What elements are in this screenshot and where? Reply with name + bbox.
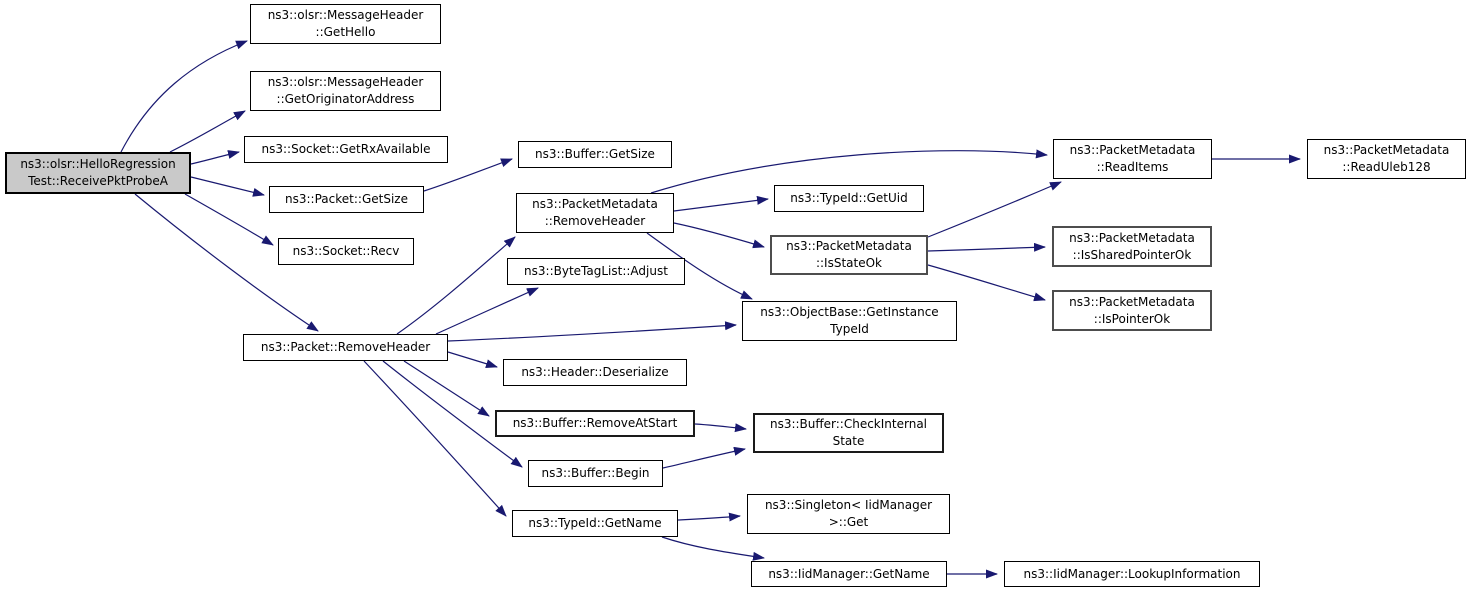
edge-pm-is-state-ok-pm-is-pointer-ok [927,264,1046,302]
edge-root-get-hello [120,40,248,153]
edge-packet-remove-header-header-deserialize [447,351,498,369]
edge-root-packet-remove-header [134,193,319,332]
node-packet-metadata-read-uleb128[interactable]: ns3::PacketMetadata ::ReadUleb128 [1307,139,1466,179]
node-packet-metadata-is-pointer-ok[interactable]: ns3::PacketMetadata ::IsPointerOk [1052,290,1212,331]
edge-root-get-originator-address [169,110,246,153]
edge-pm-remove-header-pm-is-state-ok [673,222,765,249]
edge-packet-remove-header-object-base-get-instance-type-id [447,321,737,342]
node-packet-metadata-is-state-ok[interactable]: ns3::PacketMetadata ::IsStateOk [770,235,928,275]
node-buffer-check-internal-state[interactable]: ns3::Buffer::CheckInternal State [753,413,944,453]
node-socket-get-rx-available[interactable]: ns3::Socket::GetRxAvailable [244,136,448,163]
edge-root-socket-recv [184,193,274,246]
node-iid-manager-get-name[interactable]: ns3::IidManager::GetName [751,561,947,587]
node-object-base-get-instance-type-id[interactable]: ns3::ObjectBase::GetInstance TypeId [742,301,957,341]
edge-packet-remove-header-buffer-begin [382,360,523,468]
node-message-header-get-hello[interactable]: ns3::olsr::MessageHeader ::GetHello [250,4,441,44]
edge-packet-remove-header-buffer-remove-at-start [403,360,490,417]
node-socket-recv[interactable]: ns3::Socket::Recv [278,238,414,265]
node-packet-metadata-remove-header[interactable]: ns3::PacketMetadata ::RemoveHeader [516,193,674,233]
edge-packet-remove-header-pm-remove-header [396,236,516,335]
edge-pm-remove-header-pm-read-items [650,149,1048,194]
node-header-deserialize[interactable]: ns3::Header::Deserialize [503,359,687,386]
node-byte-tag-list-adjust[interactable]: ns3::ByteTagList::Adjust [507,258,685,285]
node-hello-regression-test-receive-pkt-probe-a: ns3::olsr::HelloRegression Test::Receive… [5,152,191,194]
node-packet-metadata-read-items[interactable]: ns3::PacketMetadata ::ReadItems [1053,139,1212,179]
edge-pm-remove-header-type-id-get-uid [673,195,769,212]
node-packet-metadata-is-shared-pointer-ok[interactable]: ns3::PacketMetadata ::IsSharedPointerOk [1052,226,1212,267]
node-iid-manager-lookup-information[interactable]: ns3::IidManager::LookupInformation [1004,561,1260,587]
node-type-id-get-name[interactable]: ns3::TypeId::GetName [512,510,678,537]
edge-packet-get-size-buffer-get-size [423,158,513,192]
edge-pm-remove-header-object-base-get-instance-type-id [646,232,753,300]
edge-pm-is-state-ok-pm-read-items [927,181,1062,238]
edge-buffer-begin-buffer-check-internal-state [662,446,746,469]
edge-buffer-remove-at-start-buffer-check-internal-state [694,423,747,433]
edge-root-packet-get-size [190,176,265,197]
node-buffer-get-size[interactable]: ns3::Buffer::GetSize [518,141,672,168]
node-packet-remove-header[interactable]: ns3::Packet::RemoveHeader [243,334,448,361]
node-buffer-remove-at-start[interactable]: ns3::Buffer::RemoveAtStart [495,410,695,437]
node-singleton-iid-manager-get[interactable]: ns3::Singleton< IidManager >::Get [747,494,950,534]
edge-type-id-get-name-singleton-get [677,512,741,522]
edge-packet-remove-header-type-id-get-name [363,360,507,517]
node-type-id-get-uid[interactable]: ns3::TypeId::GetUid [774,185,924,212]
edge-root-socket-get-rx-available [190,150,240,165]
node-packet-get-size[interactable]: ns3::Packet::GetSize [269,186,424,213]
edge-type-id-get-name-iid-manager-get-name [661,536,765,561]
node-buffer-begin[interactable]: ns3::Buffer::Begin [528,460,663,487]
edge-pm-is-state-ok-pm-is-shared-pointer-ok [927,242,1046,252]
node-message-header-get-originator-address[interactable]: ns3::olsr::MessageHeader ::GetOriginator… [250,71,441,111]
edge-packet-remove-header-byte-tag-list-adjust [435,287,539,335]
